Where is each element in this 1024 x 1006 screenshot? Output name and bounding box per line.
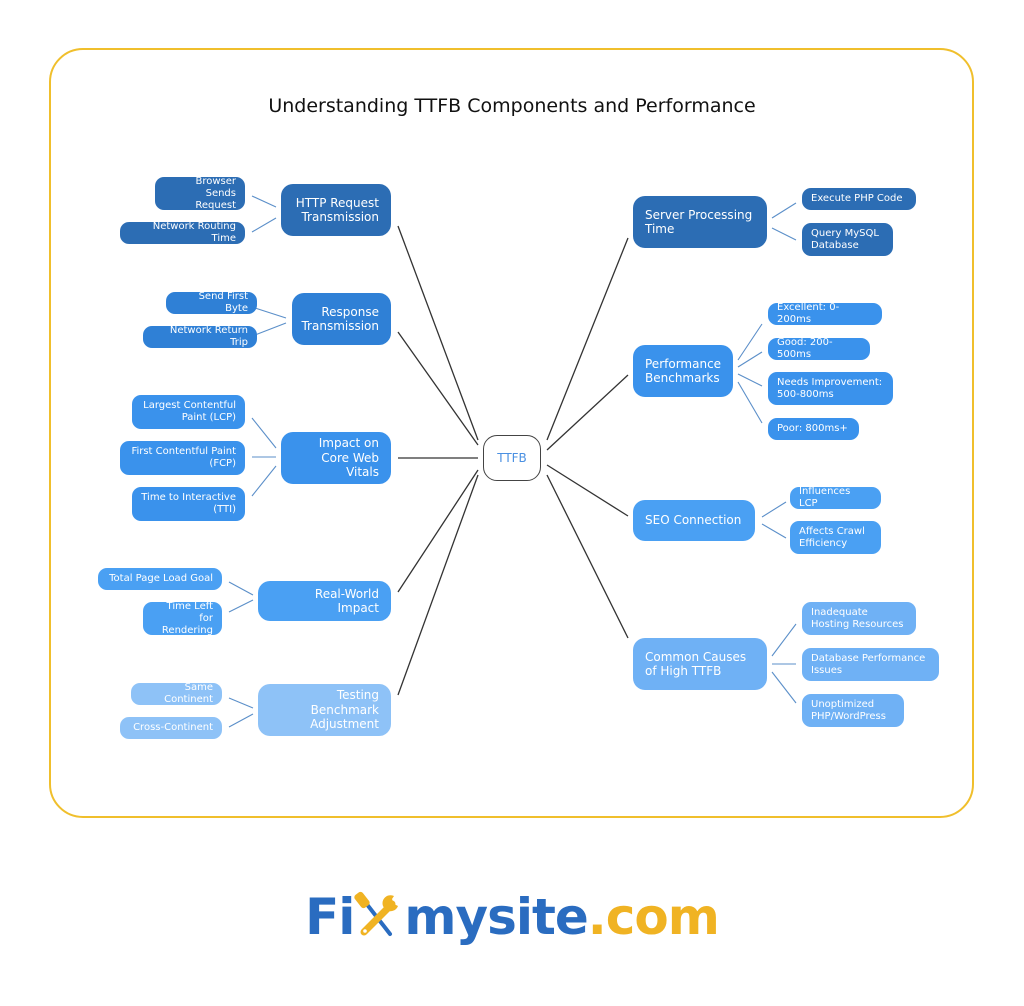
leaf-same-continent: Same Continent (131, 682, 222, 705)
leaf-affects-crawl: Affects Crawl Efficiency (790, 521, 881, 554)
sub-connector (228, 713, 254, 728)
sub-connector (228, 697, 254, 709)
connector-http (397, 225, 479, 441)
sub-connector (771, 202, 797, 219)
connector-seo (546, 464, 629, 517)
connector-response (397, 331, 479, 446)
logo-text-fi: Fi (305, 888, 355, 946)
connector-benchmarks (546, 374, 629, 451)
leaf-database-performance: Database Performance Issues (802, 648, 939, 681)
branch-performance-benchmarks: Performance Benchmarks (633, 345, 733, 397)
leaf-tti: Time to Interactive (TTI) (132, 487, 245, 521)
leaf-send-first-byte: Send First Byte (166, 291, 257, 314)
sub-connector (771, 227, 797, 241)
leaf-network-return-trip: Network Return Trip (143, 325, 257, 348)
logo-text-mysite: mysite (404, 888, 588, 946)
sub-connector (761, 501, 787, 518)
sub-connector (251, 217, 277, 233)
branch-testing-benchmark: Testing Benchmark Adjustment (258, 684, 391, 736)
sub-connector (737, 373, 763, 387)
leaf-influences-lcp: Influences LCP (790, 486, 881, 509)
sub-connector (254, 322, 287, 336)
sub-connector (737, 323, 763, 361)
logo-text-com: .com (587, 888, 720, 946)
leaf-excellent: Excellent: 0-200ms (768, 302, 882, 325)
sub-connector (251, 417, 277, 449)
sub-connector (771, 623, 797, 657)
leaf-inadequate-hosting: Inadequate Hosting Resources (802, 602, 916, 635)
leaf-fcp: First Contentful Paint (FCP) (120, 441, 245, 475)
leaf-total-page-load-goal: Total Page Load Goal (98, 568, 222, 590)
sub-connector (737, 351, 763, 368)
sub-connector (228, 599, 254, 613)
diagram-frame (49, 48, 974, 818)
sub-connector (737, 381, 763, 424)
wrench-screwdriver-icon (354, 891, 399, 936)
sub-connector (251, 195, 277, 208)
branch-real-world-impact: Real-World Impact (258, 581, 391, 621)
branch-seo-connection: SEO Connection (633, 500, 755, 541)
leaf-execute-php: Execute PHP Code (802, 188, 916, 210)
leaf-unoptimized-php: Unoptimized PHP/WordPress (802, 694, 904, 727)
connector-testing (397, 474, 479, 696)
connector-realworld (397, 469, 479, 593)
leaf-browser-sends-request: Browser Sends Request (155, 176, 245, 211)
branch-core-web-vitals: Impact on Core Web Vitals (281, 432, 391, 484)
sub-connector (228, 581, 254, 596)
branch-http-request: HTTP Request Transmission (281, 184, 391, 236)
leaf-needs-improvement: Needs Improvement: 500-800ms (768, 372, 893, 405)
leaf-time-left-rendering: Time Left for Rendering (143, 601, 222, 636)
diagram-title: Understanding TTFB Components and Perfor… (268, 95, 756, 117)
branch-common-causes: Common Causes of High TTFB (633, 638, 767, 690)
leaf-network-routing-time: Network Routing Time (120, 221, 245, 244)
fixmysite-logo[interactable]: Fi mysite.com (0, 888, 1024, 946)
sub-connector (771, 671, 797, 704)
center-node-ttfb: TTFB (483, 435, 541, 481)
branch-response-transmission: Response Transmission (292, 293, 391, 345)
connector-server (546, 237, 629, 441)
branch-server-processing: Server Processing Time (633, 196, 767, 248)
leaf-lcp: Largest Contentful Paint (LCP) (132, 395, 245, 429)
connector-causes (546, 474, 629, 639)
leaf-cross-continent: Cross-Continent (120, 717, 222, 739)
sub-connector (761, 523, 787, 539)
leaf-query-mysql: Query MySQL Database (802, 223, 893, 256)
sub-connector (251, 465, 277, 497)
leaf-poor: Poor: 800ms+ (768, 418, 859, 440)
sub-connector (254, 307, 287, 319)
leaf-good: Good: 200-500ms (768, 337, 870, 360)
